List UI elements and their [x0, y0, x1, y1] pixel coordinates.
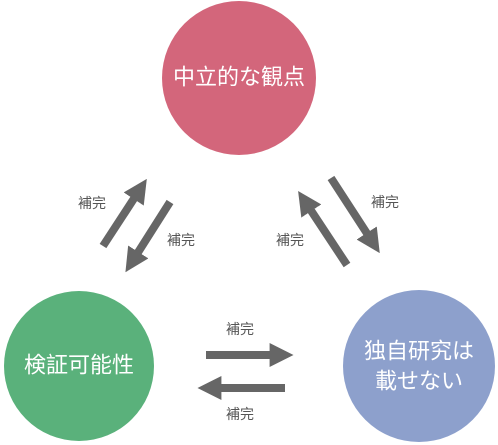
arrow-top-to-left [125, 199, 174, 273]
arrow-top-to-right [327, 175, 380, 254]
verifiability-node [4, 291, 154, 441]
edge-label-left-right-back: 補完 [226, 407, 254, 423]
edge-label-top-left-down: 補完 [167, 233, 195, 249]
verifiability-label: 検証可能性 [24, 354, 134, 379]
edge-label-top-left-up: 補完 [78, 196, 106, 212]
neutral-viewpoint-node [162, 1, 316, 155]
no-original-research-label-line-2: 載せない [375, 370, 463, 395]
arrow-right-to-top [298, 190, 351, 268]
no-original-research-node [343, 290, 495, 442]
arrow-left-to-top [99, 178, 147, 249]
no-original-research-label-line-1: 独自研究は [364, 340, 474, 365]
edge-label-left-right-forward: 補完 [226, 322, 254, 338]
edge-label-top-right-down: 補完 [371, 195, 399, 211]
edge-label-top-right-up: 補完 [276, 233, 304, 249]
neutral-viewpoint-label: 中立的な観点 [173, 66, 305, 91]
